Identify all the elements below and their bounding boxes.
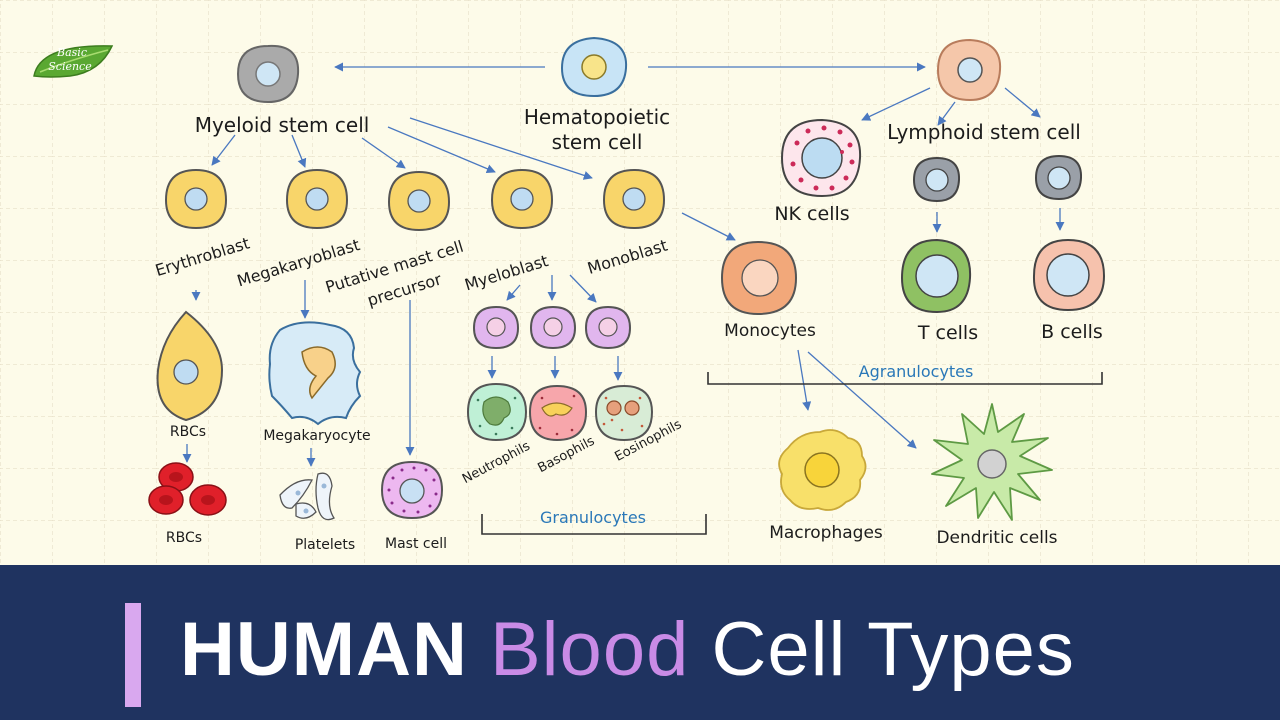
granulocytes-bracket [481, 514, 707, 535]
nk-cells-label: NK cells [774, 203, 849, 225]
neutrophil-precursor-image [472, 305, 520, 350]
t-cells-label: T cells [917, 322, 978, 344]
myeloid-stem-cell-image [236, 44, 300, 104]
rbc-precursor-image [156, 310, 224, 422]
logo-text-science: Science [48, 60, 92, 73]
title-word-human: HUMAN [180, 607, 468, 692]
basophil-precursor-image [529, 305, 577, 350]
mast-cell-image [380, 460, 444, 520]
hematopoietic-stem-cell-image [560, 36, 628, 98]
megakaryocyte-image [268, 321, 362, 426]
t-cell-image [900, 238, 972, 314]
lymphoid-stem-cell-label: Lymphoid stem cell [887, 120, 1081, 144]
arrows [182, 62, 1065, 467]
b-cell-progenitor-image [1034, 154, 1083, 201]
rbcs-upper-label: RBCs [170, 424, 206, 440]
rbcs-image [148, 462, 227, 516]
slide-title: HUMAN Blood Cell Types [180, 595, 1075, 705]
monoblast-image [602, 168, 666, 230]
b-cells-label: B cells [1041, 321, 1103, 343]
granulocytes-label: Granulocytes [540, 508, 646, 527]
t-cell-progenitor-image [912, 156, 961, 203]
basophil-image [528, 384, 588, 442]
eosinophil-image [594, 384, 654, 442]
megakaryoblast-image [285, 168, 349, 230]
title-banner: HUMAN Blood Cell Types [0, 565, 1280, 720]
logo-text-basic: Basic [56, 46, 87, 59]
macrophages-label: Macrophages [769, 523, 883, 543]
hsc-label-line2: stem cell [552, 130, 643, 154]
lymphoid-stem-cell-image [936, 38, 1002, 102]
blood-cell-diagram: Basic Science [0, 0, 1280, 565]
neutrophil-image [466, 382, 528, 442]
megakaryocyte-label: Megakaryocyte [263, 428, 370, 444]
basic-science-logo: Basic Science [33, 45, 114, 78]
platelets-image [279, 472, 335, 521]
mast-cell-precursor-image [387, 170, 451, 232]
dendritic-cell-image [931, 403, 1053, 521]
dendritic-cells-label: Dendritic cells [936, 528, 1057, 548]
monocytes-label: Monocytes [724, 321, 816, 341]
monocyte-image [720, 240, 798, 316]
eosinophil-precursor-image [584, 305, 632, 350]
b-cell-image [1032, 238, 1106, 312]
mast-cell-label: Mast cell [385, 536, 447, 552]
erythroblast-image [164, 168, 228, 230]
hsc-label-line1: Hematopoietic [524, 105, 670, 129]
nk-cell-image [780, 118, 862, 198]
agranulocytes-label: Agranulocytes [859, 362, 974, 381]
macrophage-image [778, 429, 867, 511]
agranulocytes-bracket [707, 372, 1103, 385]
rbcs-lower-label: RBCs [166, 530, 202, 546]
myeloblast-image [490, 168, 554, 230]
myeloid-stem-cell-label: Myeloid stem cell [195, 113, 370, 137]
accent-bar [125, 603, 141, 707]
title-word-cell-types: Cell Types [711, 607, 1075, 692]
platelets-label: Platelets [295, 537, 355, 553]
title-word-blood: Blood [489, 607, 690, 692]
